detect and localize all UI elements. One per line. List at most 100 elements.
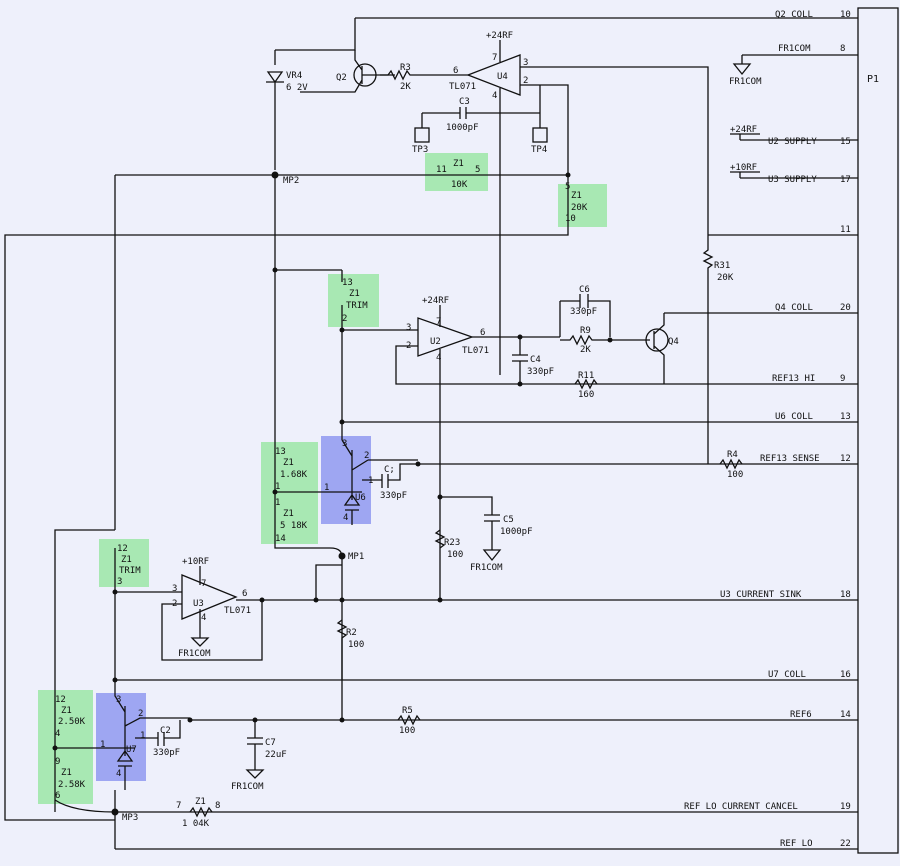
svg-text:4: 4 <box>55 729 60 739</box>
pin-name: REF LO <box>780 839 813 849</box>
node <box>52 745 58 751</box>
svg-text:1: 1 <box>368 476 373 486</box>
svg-text:R23: R23 <box>444 538 460 548</box>
z1-2-58k-resistor: 9 Z1 2.58K 6 <box>55 757 86 801</box>
svg-text:13: 13 <box>342 278 353 288</box>
svg-text:14: 14 <box>275 534 286 544</box>
pin-name: Q2 COLL <box>775 10 813 20</box>
svg-text:330pF: 330pF <box>380 491 407 501</box>
svg-text:2: 2 <box>138 709 143 719</box>
svg-text:2.58K: 2.58K <box>58 780 86 790</box>
svg-text:C;: C; <box>384 465 395 475</box>
r3-resistor: R3 2K <box>380 63 470 92</box>
svg-text:1 04K: 1 04K <box>182 819 210 829</box>
svg-text:2K: 2K <box>400 82 411 92</box>
pin-wires <box>115 17 858 850</box>
svg-text:20K: 20K <box>717 273 734 283</box>
wire <box>274 540 343 680</box>
svg-text:160: 160 <box>578 390 594 400</box>
svg-text:1: 1 <box>275 482 280 492</box>
node <box>517 381 523 387</box>
r11-resistor: R11 160 <box>574 371 598 400</box>
pin-num: 18 <box>840 590 851 600</box>
pin-num: 9 <box>840 374 845 384</box>
svg-text:4: 4 <box>492 91 497 101</box>
svg-text:6 2V: 6 2V <box>286 83 308 93</box>
svg-text:1: 1 <box>275 498 280 508</box>
svg-text:U7: U7 <box>126 745 137 755</box>
wire <box>275 18 356 51</box>
z1-trim-u2-resistor: 13 Z1 TRIM 2 <box>341 270 368 422</box>
svg-text:U6: U6 <box>355 493 366 503</box>
svg-text:11: 11 <box>436 165 447 175</box>
svg-text:1: 1 <box>100 740 105 750</box>
svg-text:Z1: Z1 <box>61 768 72 778</box>
svg-text:22uF: 22uF <box>265 750 287 760</box>
svg-text:R5: R5 <box>402 706 413 716</box>
svg-text:+10RF: +10RF <box>730 163 757 173</box>
pin-num: 8 <box>840 44 845 54</box>
svg-text:4: 4 <box>201 613 206 623</box>
svg-text:330pF: 330pF <box>527 367 554 377</box>
pin-num: 20 <box>840 303 851 313</box>
svg-text:6: 6 <box>55 791 60 801</box>
z1-2-50k-resistor: 12 Z1 2.50K 4 <box>55 695 86 739</box>
svg-text:3: 3 <box>117 577 122 587</box>
highlight-z1-10k <box>425 153 488 191</box>
r2-resistor: R2 100 <box>336 619 364 720</box>
svg-text:2K: 2K <box>580 345 591 355</box>
svg-text:1.68K: 1.68K <box>280 470 308 480</box>
svg-text:3: 3 <box>116 695 121 705</box>
c5-capacitor: C5 1000pF FR1COM <box>440 496 533 573</box>
u3-opamp: U3 TL071 3 2 6 7 4 +10RF FR1COM <box>115 557 342 661</box>
node <box>339 717 345 723</box>
tp3-test-point: TP3 <box>412 127 430 155</box>
svg-text:7: 7 <box>176 801 181 811</box>
c4-capacitor: C4 330pF <box>512 337 554 384</box>
node <box>339 597 345 603</box>
svg-text:FR1COM: FR1COM <box>470 563 503 573</box>
connector-p1 <box>857 7 899 854</box>
highlight-z1-20k <box>558 184 607 227</box>
svg-text:6: 6 <box>480 328 485 338</box>
q2-transistor: Q2 <box>300 50 395 93</box>
svg-text:FR1COM: FR1COM <box>231 782 264 792</box>
vr4-zener: VR4 6 2V <box>266 50 308 170</box>
u4-opamp: U4 6 TL071 7 4 3 2 +24RF <box>4 31 709 821</box>
r23-resistor: R23 100 <box>434 529 463 560</box>
z1-5-18k-resistor: 1 Z1 5 18K 14 <box>275 498 308 544</box>
node <box>415 461 421 467</box>
r5-resistor: R5 100 <box>397 706 421 736</box>
node <box>339 419 345 425</box>
svg-text:Z1: Z1 <box>195 797 206 807</box>
svg-text:2: 2 <box>523 76 528 86</box>
wire <box>54 790 116 849</box>
node <box>252 717 258 723</box>
node <box>187 717 193 723</box>
highlight-z1-trim-u3 <box>99 539 149 587</box>
pin-num: 22 <box>840 839 851 849</box>
svg-text:12: 12 <box>117 544 128 554</box>
svg-text:330pF: 330pF <box>153 748 180 758</box>
pin-num: 11 <box>840 225 851 235</box>
svg-text:2.50K: 2.50K <box>58 717 86 727</box>
pin-name: U3 CURRENT SINK <box>720 590 802 600</box>
svg-text:FR1COM: FR1COM <box>729 77 762 87</box>
svg-text:FR1COM: FR1COM <box>178 649 211 659</box>
u7-transistor: 3 2 1 1 U7 4 <box>55 680 190 790</box>
svg-text:13: 13 <box>275 447 286 457</box>
pin-name: U3 SUPPLY <box>768 175 817 185</box>
z1-1-68k-resistor: 13 Z1 1.68K 1 <box>275 447 308 492</box>
svg-text:R3: R3 <box>400 63 411 73</box>
svg-text:3: 3 <box>342 439 347 449</box>
pin-name: U6 COLL <box>775 412 813 422</box>
svg-text:Z1: Z1 <box>61 706 72 716</box>
svg-text:Q2: Q2 <box>336 73 347 83</box>
pin-name: REF6 <box>790 710 812 720</box>
z1-1-04k-resistor: 7 Z1 8 1 04K <box>176 797 220 829</box>
svg-text:12: 12 <box>55 695 66 705</box>
svg-text:100: 100 <box>447 550 463 560</box>
ground-symbol: FR1COM <box>729 55 762 87</box>
svg-text:TL071: TL071 <box>224 606 251 616</box>
svg-text:C2: C2 <box>160 726 171 736</box>
